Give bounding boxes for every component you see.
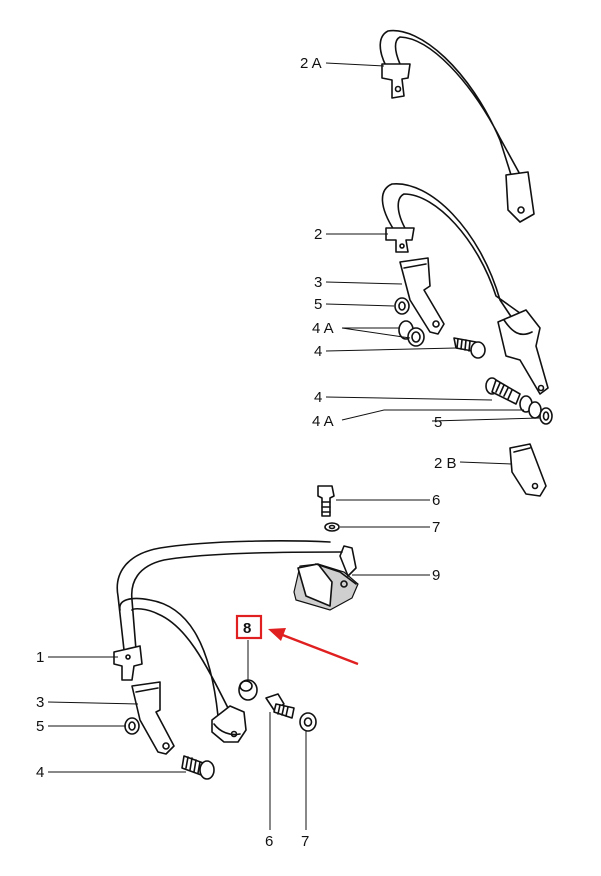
label-3-lower: 3 <box>36 694 44 711</box>
leader-lines <box>47 62 541 830</box>
label-2a: 2 A <box>300 55 322 72</box>
lap-belt-1 <box>113 540 357 717</box>
screw-6-lower <box>265 693 295 719</box>
buckle-tongue-3-lower <box>131 681 175 755</box>
upper-belt-2a <box>379 29 535 223</box>
upper-belt-2 <box>381 183 549 395</box>
bushing-4a-middle <box>519 395 542 419</box>
label-4-middle: 4 <box>314 389 322 406</box>
screw-6-upper <box>317 485 335 517</box>
bushing-4a-upper <box>398 320 425 347</box>
label-8: 8 <box>243 620 251 637</box>
part-labels: 2 A 2 3 5 4 A 4 4 4 A 5 2 B 6 7 9 8 1 3 … <box>36 55 457 850</box>
bolt-4-lower <box>181 755 215 780</box>
label-4a-upper: 4 A <box>312 320 334 337</box>
washer-5-lower <box>124 717 140 735</box>
label-2: 2 <box>314 226 322 243</box>
label-9: 9 <box>432 567 440 584</box>
label-1: 1 <box>36 649 44 666</box>
label-4a-middle: 4 A <box>312 413 334 430</box>
label-7-upper: 7 <box>432 519 440 536</box>
washer-7-upper <box>324 522 340 532</box>
label-4-lower: 4 <box>36 764 44 781</box>
highlight-box-8 <box>235 614 263 640</box>
label-6-lower: 6 <box>265 833 273 850</box>
label-5-upper: 5 <box>314 296 322 313</box>
anchor-plate-2b <box>509 443 547 497</box>
spacer-8 <box>238 679 258 701</box>
washer-5-upper <box>394 297 410 315</box>
lap-belt-buckle <box>211 705 247 743</box>
label-5-lower: 5 <box>36 718 44 735</box>
bracket-9 <box>293 563 359 611</box>
label-4-upper: 4 <box>314 343 322 360</box>
label-3-upper: 3 <box>314 274 322 291</box>
washer-5-middle <box>539 407 553 425</box>
label-7-lower: 7 <box>301 833 309 850</box>
label-2b: 2 B <box>434 455 457 472</box>
label-5-middle: 5 <box>434 414 442 431</box>
label-6-upper: 6 <box>432 492 440 509</box>
washer-7-lower <box>299 712 317 732</box>
buckle-tongue-3-upper <box>399 257 445 335</box>
bolt-4-upper <box>453 337 486 359</box>
red-arrow <box>268 628 359 666</box>
bolt-4-middle <box>485 377 521 405</box>
